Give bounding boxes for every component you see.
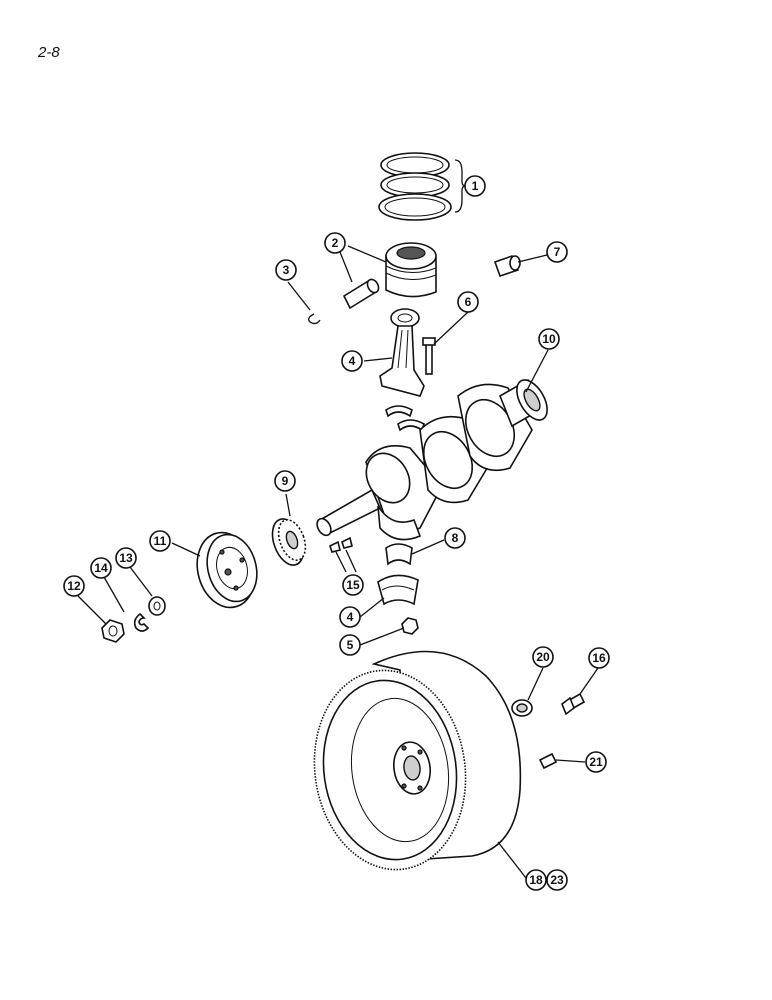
callout-label: 11	[154, 534, 167, 548]
callout-5: 5	[339, 634, 361, 656]
callout-10: 10	[538, 328, 560, 350]
rod-bolt	[422, 337, 436, 375]
flywheel	[313, 650, 522, 871]
callout-13: 13	[115, 547, 137, 569]
lock-washer	[133, 612, 150, 632]
callout-20: 20	[532, 646, 554, 668]
callout-label: 9	[282, 474, 289, 488]
callout-3: 3	[275, 259, 297, 281]
callout-label: 5	[347, 638, 354, 652]
callout-label: 20	[536, 650, 550, 664]
callout-label: 8	[452, 531, 459, 545]
callout-7: 7	[546, 241, 568, 263]
page-number: 2-8	[38, 44, 60, 61]
callout-16: 16	[588, 647, 610, 669]
pulley-nut	[101, 619, 125, 643]
callout-label: 3	[283, 263, 290, 277]
rod-cap	[377, 574, 419, 606]
callout-9: 9	[274, 470, 296, 492]
callout-18: 18	[525, 869, 547, 891]
woodruff-keys	[329, 536, 353, 553]
callout-label: 4	[349, 354, 356, 368]
piston-pin	[342, 278, 380, 310]
callout-label: 6	[465, 295, 472, 309]
callout-6: 6	[457, 291, 479, 313]
piston	[385, 242, 437, 298]
dowel-pin	[538, 752, 558, 770]
callout-4-rod: 4	[341, 350, 363, 372]
flywheel-bolt	[561, 692, 586, 716]
connecting-rod	[379, 308, 425, 397]
callout-14: 14	[90, 557, 112, 579]
callout-label: 23	[550, 873, 564, 887]
callout-label: 10	[542, 332, 556, 346]
pin-bushing	[493, 254, 521, 278]
callout-8: 8	[444, 527, 466, 549]
callout-label: 12	[67, 579, 81, 593]
callout-label: 1	[472, 179, 479, 193]
callout-11: 11	[149, 530, 171, 552]
crank-pulley	[196, 531, 258, 609]
callout-4-cap: 4	[339, 606, 361, 628]
rod-bearing-upper	[385, 405, 425, 432]
callout-label: 14	[94, 561, 108, 575]
callout-12: 12	[63, 575, 85, 597]
callout-label: 15	[346, 578, 360, 592]
callout-label: 16	[592, 651, 606, 665]
crankshaft	[316, 378, 548, 541]
callout-23: 23	[546, 869, 568, 891]
callout-label: 4	[347, 610, 354, 624]
rod-nut	[401, 617, 419, 635]
main-bearing-shell	[385, 543, 413, 566]
callout-label: 18	[529, 873, 543, 887]
leader-lines	[77, 245, 599, 879]
callout-15: 15	[342, 574, 364, 596]
callout-label: 2	[332, 236, 339, 250]
callout-21: 21	[585, 751, 607, 773]
piston-rings	[378, 152, 452, 221]
pilot-bearing	[511, 699, 533, 717]
crank-gear	[271, 518, 307, 566]
snap-ring	[308, 313, 321, 325]
callout-1: 1	[464, 175, 486, 197]
callout-2: 2	[324, 232, 346, 254]
pulley-washer	[148, 596, 166, 616]
callout-label: 7	[554, 245, 561, 259]
callout-label: 21	[589, 755, 603, 769]
callout-label: 13	[119, 551, 133, 565]
